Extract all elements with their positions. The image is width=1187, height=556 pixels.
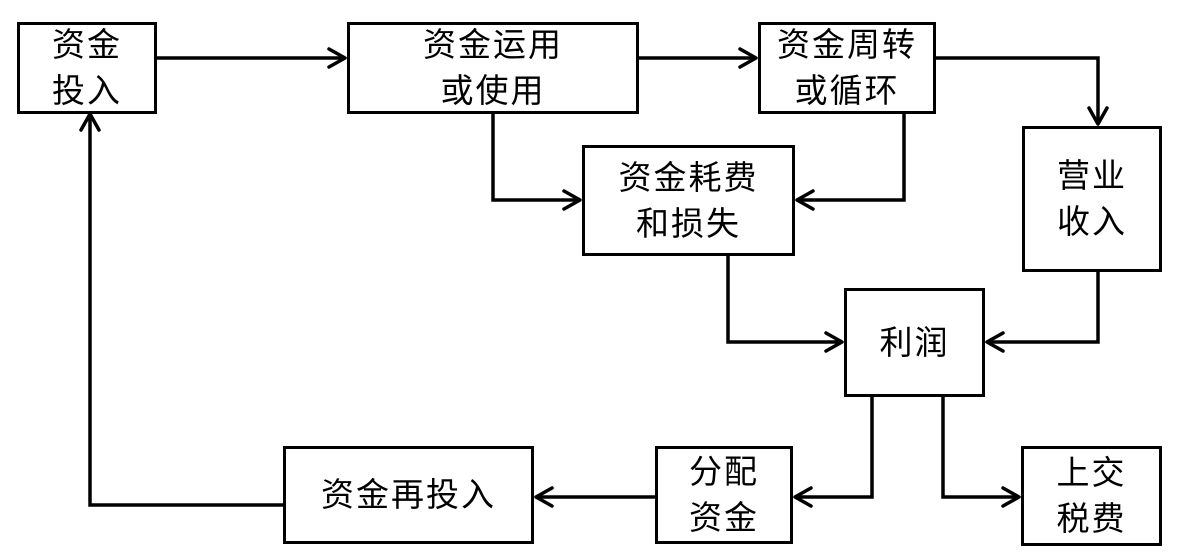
node-distribute-capital-line1: 分配 — [689, 452, 759, 491]
node-profit-line1: 利润 — [879, 322, 950, 362]
node-capital-input: 资金 投入 — [17, 22, 157, 114]
node-reinvestment-line1: 资金再投入 — [321, 475, 496, 514]
node-capital-use-line2: 或使用 — [440, 71, 546, 110]
node-reinvestment: 资金再投入 — [283, 446, 534, 544]
node-distribute-capital: 分配 资金 — [655, 446, 793, 544]
edge-consumption-to-profit — [726, 256, 844, 353]
node-capital-consumption-line2: 和损失 — [636, 203, 741, 243]
node-capital-use: 资金运用 或使用 — [347, 22, 639, 114]
node-tax-payment-line1: 上交 — [1056, 453, 1127, 492]
node-capital-consumption: 资金耗费 和损失 — [582, 145, 795, 256]
edge-turnover-to-revenue — [936, 56, 1109, 126]
node-capital-use-line1: 资金运用 — [423, 25, 563, 64]
edge-turnover-to-consumption — [795, 114, 906, 211]
node-capital-input-line1: 资金 — [52, 25, 122, 64]
node-tax-payment: 上交 税费 — [1021, 446, 1162, 546]
edge-profit-to-distribute — [793, 397, 874, 508]
node-capital-input-line2: 投入 — [52, 71, 122, 110]
node-operating-revenue-line2: 收入 — [1057, 202, 1127, 241]
node-capital-turnover: 资金周转 或循环 — [758, 22, 936, 114]
node-capital-consumption-line1: 资金耗费 — [618, 157, 759, 197]
edge-reinvest-to-input — [79, 112, 283, 507]
node-profit: 利润 — [844, 288, 985, 397]
edge-revenue-to-profit — [985, 272, 1100, 353]
node-distribute-capital-line2: 资金 — [689, 498, 759, 537]
node-capital-turnover-line1: 资金周转 — [777, 25, 917, 64]
node-operating-revenue: 营业 收入 — [1022, 126, 1162, 272]
node-capital-turnover-line2: 或循环 — [794, 71, 900, 110]
edge-profit-to-tax — [941, 397, 1021, 508]
node-tax-payment-line2: 税费 — [1056, 499, 1127, 538]
node-operating-revenue-line1: 营业 — [1057, 156, 1127, 195]
edge-use-to-consumption — [491, 114, 582, 211]
